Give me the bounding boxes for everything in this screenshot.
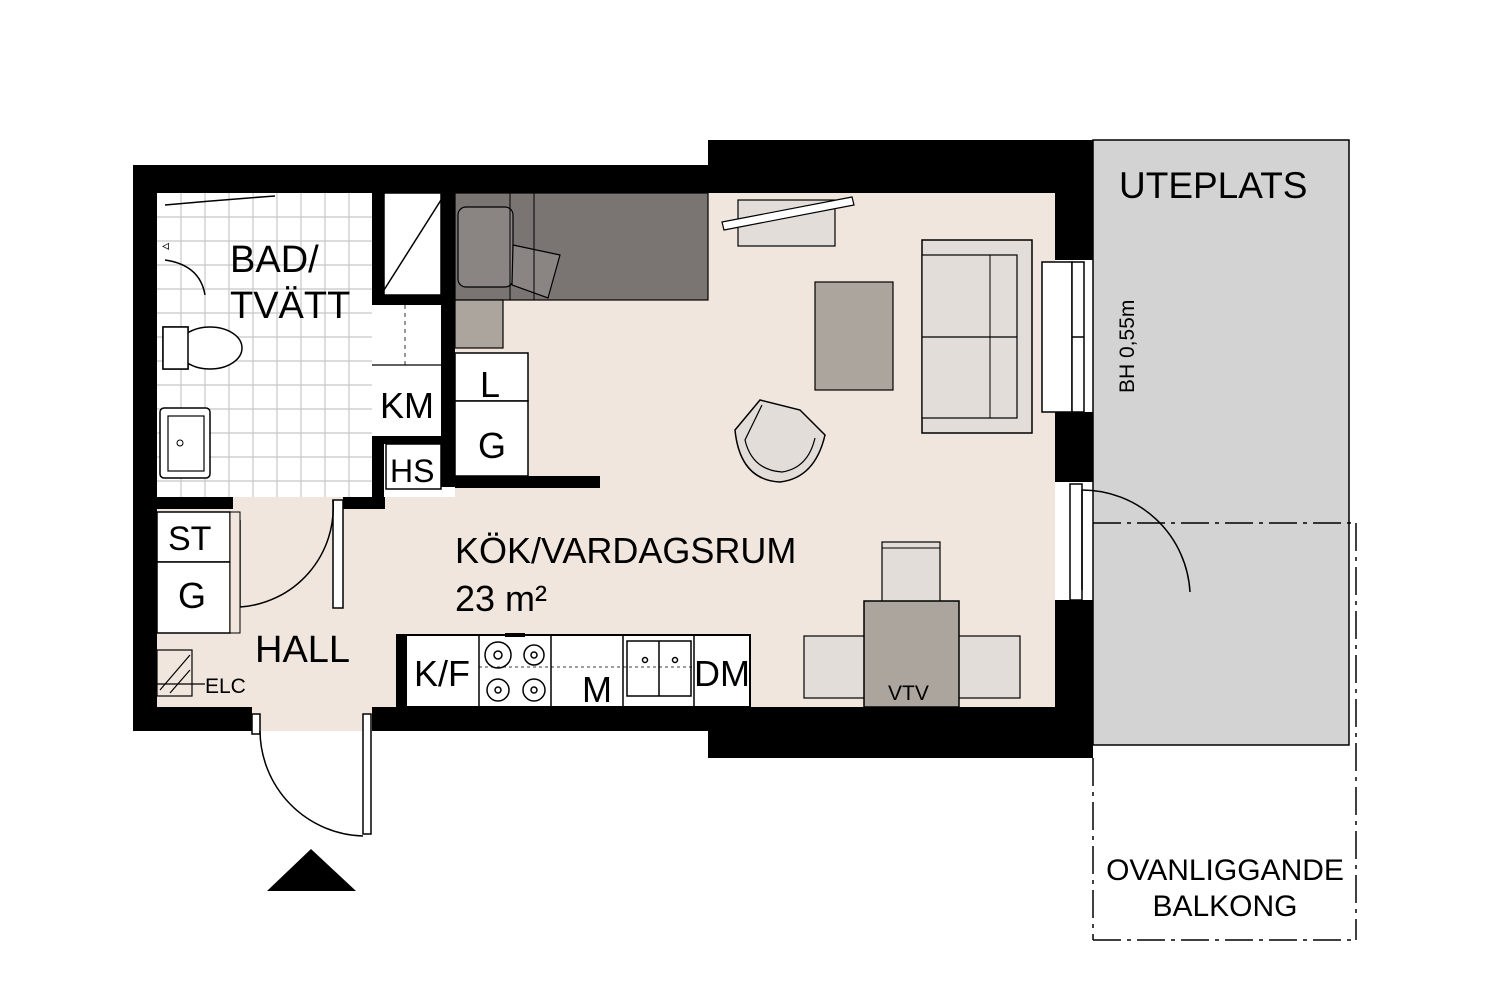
- walls: [133, 140, 1093, 758]
- stove-knobs: [505, 633, 525, 637]
- m-label: M: [582, 669, 612, 710]
- km-label: KM: [380, 385, 434, 426]
- coffee-table: [814, 281, 894, 391]
- vtv-label: VTV: [888, 682, 929, 705]
- sill-height-label: BH 0,55m: [1116, 300, 1139, 393]
- wardrobe-label: G: [478, 425, 506, 466]
- window: [1041, 261, 1085, 413]
- kitchen-counter: [396, 633, 751, 708]
- living-room-name: KÖK/VARDAGSRUM: [455, 530, 796, 571]
- bath-fixtures: ◃: [159, 195, 276, 479]
- hall-wardrobe-label: G: [178, 575, 206, 616]
- bath-label-line2: TVÄTT: [230, 285, 350, 327]
- shower-curve: [164, 195, 276, 206]
- living-room-area: 23 m²: [455, 578, 547, 619]
- dm-label: DM: [694, 653, 750, 694]
- shower-curve-2: [164, 259, 206, 296]
- bath-label-line1: BAD/: [230, 239, 319, 281]
- balcony-above-outline: [1092, 522, 1357, 941]
- stove-icon: [484, 641, 546, 702]
- hall-door-area: [252, 707, 372, 731]
- hall-closets: [156, 511, 241, 634]
- patio-area: [1092, 139, 1350, 746]
- patio-door: [1069, 483, 1191, 601]
- balcony-above-line2: BALKONG: [1152, 890, 1297, 923]
- shower-drain-icon: ◃: [162, 237, 169, 253]
- elc-label: ELC: [205, 675, 246, 698]
- entrance-arrow-icon: [267, 849, 356, 891]
- entrance-door: [251, 713, 372, 837]
- kitchen-sink-icon: [626, 640, 692, 697]
- electrical-cabinet-icon: [150, 649, 205, 697]
- dining-set: [803, 541, 1021, 708]
- bed: [454, 192, 709, 349]
- hs-label: HS: [390, 453, 434, 489]
- closet-cabinet: [372, 192, 442, 490]
- sink-icon: [159, 407, 211, 479]
- wardrobe-living: [454, 352, 529, 477]
- toilet-icon: [162, 326, 243, 370]
- kf-label: K/F: [414, 653, 470, 694]
- hall-label: HALL: [255, 629, 350, 671]
- patio-label: UTEPLATS: [1119, 165, 1307, 206]
- desk: [721, 196, 855, 247]
- linen-label: L: [480, 364, 500, 405]
- armchair: [734, 399, 826, 483]
- storage-label: ST: [168, 520, 211, 558]
- sofa: [921, 239, 1033, 434]
- balcony-above-line1: OVANLIGGANDE: [1106, 854, 1344, 887]
